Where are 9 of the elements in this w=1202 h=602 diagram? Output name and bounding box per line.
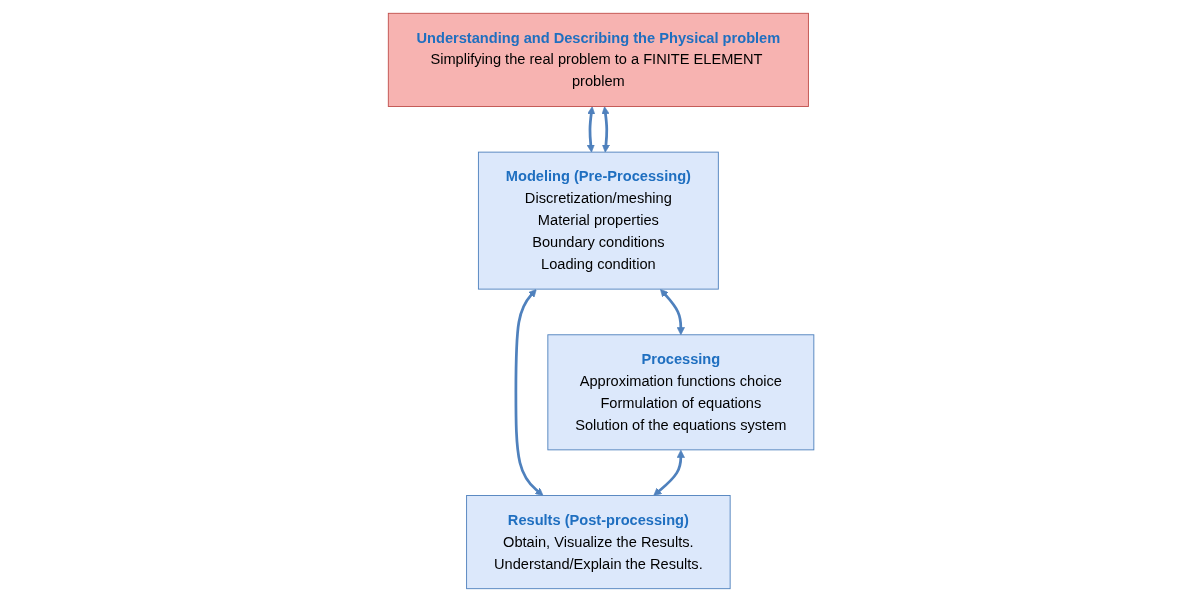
arrow (660, 289, 685, 336)
arrow (586, 106, 596, 153)
node-box: Understanding and Describing the Physical problem Simplifying the real problem to a FINITE ELEMENT problem (387, 12, 809, 107)
arrow (653, 449, 685, 496)
arrow (601, 106, 610, 153)
node-box: Modeling (Pre-Processing) Discretization/meshing Material properties Boundary conditions Loading condition (477, 151, 719, 290)
arrow (514, 289, 544, 496)
node-box: Results (Post-processing) Obtain, Visualize the Results. Understand/Explain the Results. (466, 495, 731, 590)
node-box: Processing Approximation functions choice Formulation of equations Solution of the equations system (547, 334, 815, 451)
